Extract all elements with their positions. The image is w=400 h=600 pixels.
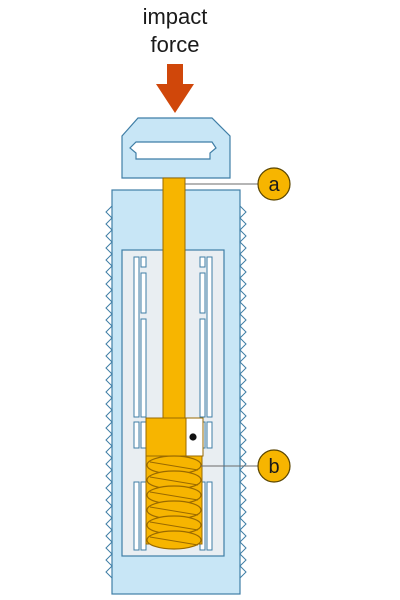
- cap: [121, 117, 231, 179]
- spring: [145, 455, 203, 550]
- impact-force-label-line-1: impact: [142, 4, 208, 29]
- impact-force-label-line-2: force: [150, 32, 200, 57]
- detent-ball: [189, 433, 197, 441]
- callout-b: b: [201, 449, 291, 483]
- impact-force-arrow: [156, 64, 194, 113]
- callout-a: a: [185, 167, 291, 201]
- callout-b-label: b: [268, 456, 279, 478]
- callout-a-label: a: [268, 174, 280, 196]
